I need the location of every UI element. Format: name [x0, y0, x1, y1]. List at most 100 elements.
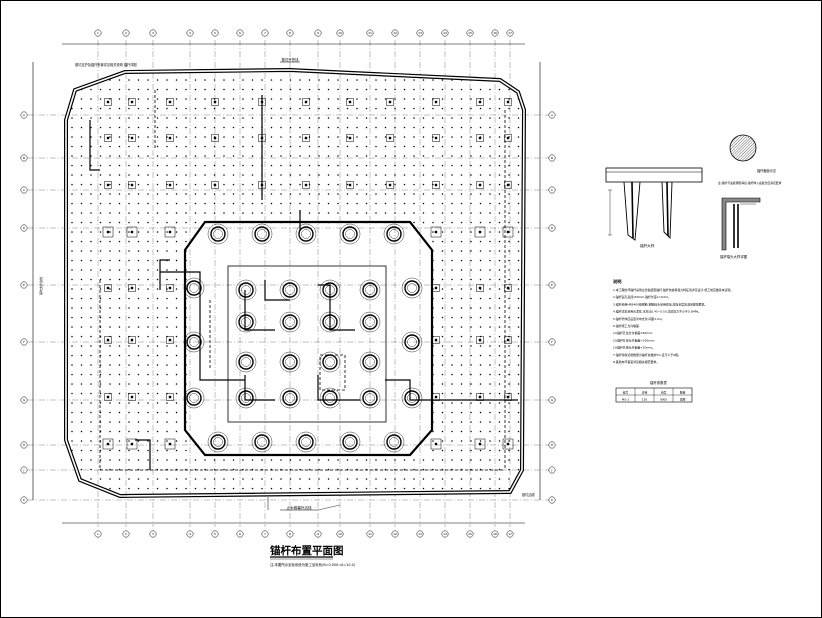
grid-bubble-col: 15: [466, 530, 474, 538]
svg-text:B: B: [23, 156, 25, 160]
svg-text:11: 11: [368, 532, 372, 536]
pile-circle: [251, 223, 273, 245]
pile-circle: [279, 311, 301, 333]
pile-circle: [183, 277, 205, 299]
svg-text:16: 16: [493, 532, 497, 536]
pile-circle: [359, 351, 381, 373]
table-cell: 9000: [660, 398, 667, 402]
dimension-lines: [32, 43, 541, 524]
svg-text:D: D: [551, 226, 554, 230]
grid-bubble-row: G: [548, 396, 556, 404]
label-bottom: 止水帷幕外边线: [286, 505, 312, 510]
pit-outline: [64, 67, 527, 499]
svg-text:E: E: [551, 283, 553, 287]
grid-bubble-col: 16: [491, 530, 499, 538]
grid-bubble-col: 9: [314, 530, 322, 538]
grid-bubble-col: 3: [149, 29, 157, 37]
label-right-bottom: 基坑边线: [522, 492, 536, 497]
note-line: 2.锚杆钻孔直径150mm,锚杆长度L=9.0m。: [613, 294, 671, 299]
grid-bubble-row: B: [548, 154, 556, 162]
grid-bubble-col: 5: [211, 29, 219, 37]
svg-text:A: A: [551, 113, 554, 117]
svg-text:K: K: [551, 498, 554, 502]
detail-anchor-section: 锚杆大样: [605, 167, 703, 248]
grid-bubble-col: 1: [94, 530, 102, 538]
pile-circle: [183, 387, 205, 409]
pile-circle: [207, 431, 229, 453]
grid-bubble-row: F: [20, 338, 28, 346]
svg-text:B: B: [551, 156, 553, 160]
grid-bubble-col: 2: [122, 29, 130, 37]
svg-text:9: 9: [317, 31, 319, 35]
grid-bubble-row: E: [548, 281, 556, 289]
plan-labels: 基坑开挖线 基坑支护及锚杆布置详见相关说明 锚杆详图 止水帷幕外边线 基坑边线 …: [38, 57, 536, 511]
pile-circle: [401, 387, 423, 409]
circle-title: 锚杆截面示意: [757, 168, 776, 173]
pile-circle: [235, 387, 257, 409]
note-line: 8.其他未尽事宜详见相关规范要求。: [613, 359, 659, 364]
svg-text:3: 3: [152, 31, 154, 35]
grid-bubble-row: H: [548, 441, 556, 449]
svg-text:15: 15: [468, 31, 472, 35]
svg-text:C: C: [551, 188, 553, 192]
grid-bubble-row: K: [548, 496, 556, 504]
circle-note: 注:锚杆与底板钢筋焊接,锚杆伸入底板长度满足要求: [718, 181, 782, 185]
pile-circle: [295, 431, 317, 453]
svg-text:12: 12: [393, 31, 397, 35]
svg-text:2: 2: [125, 31, 127, 35]
pile-circle: [235, 311, 257, 333]
table-header-cell: 直径: [642, 391, 648, 395]
grid-bubble-col: 8: [286, 29, 294, 37]
table-title: 锚杆参数表: [650, 380, 668, 385]
pile-circle: [295, 223, 317, 245]
svg-text:5: 5: [214, 532, 216, 536]
anchor-dot-field: [71, 79, 520, 490]
note-line: (2)锚杆孔深允许偏差+100mm;: [613, 337, 655, 342]
svg-text:6: 6: [239, 532, 241, 536]
note-line: 1.本工程抗浮锚杆采用全长粘结型锚杆,锚杆抗拔承载力特征值详见设计,施工前应做基…: [613, 287, 733, 292]
drawing-title: 锚杆布置平面图: [270, 544, 344, 557]
svg-text:3: 3: [152, 532, 154, 536]
grid-bubble-col: 5: [211, 530, 219, 538]
svg-text:5: 5: [214, 31, 216, 35]
grid-bubble-row: G: [20, 396, 28, 404]
pile-circle: [383, 431, 405, 453]
grid-bubble-row: D: [548, 224, 556, 232]
grid-bubble-col: 1: [94, 29, 102, 37]
table-cell: MG-1: [622, 398, 630, 402]
pile-cap-squares: [102, 98, 514, 450]
table-header-cell: 长度: [661, 391, 667, 395]
grid-bubble-row: B: [20, 154, 28, 162]
grid-bubble-col: 13: [416, 29, 424, 37]
grid-bubble-col: 4: [186, 29, 194, 37]
svg-text:17: 17: [508, 31, 512, 35]
grid-bubble-col: 14: [441, 530, 449, 538]
svg-text:1: 1: [97, 532, 99, 536]
svg-text:11: 11: [368, 31, 372, 35]
pile-circle: [339, 223, 361, 245]
grid-bubble-col: 11: [366, 29, 374, 37]
drawing-subtitle: 注:本图所示坐标系统为施工坐标系(B=0.000=A=10.0): [270, 562, 356, 567]
svg-text:13: 13: [418, 532, 422, 536]
grid-bubble-row: A: [20, 111, 28, 119]
grid-bubble-col: 12: [391, 29, 399, 37]
svg-text:A: A: [23, 113, 26, 117]
svg-text:4: 4: [189, 31, 191, 35]
grid-bubble-row: D: [20, 224, 28, 232]
svg-text:15: 15: [468, 532, 472, 536]
grid-bubble-col: 7: [261, 530, 269, 538]
table-header-cell: 数量: [680, 391, 686, 395]
note-line: 5.锚杆杆体应设置对中支架,间距2.0m。: [613, 316, 665, 321]
grid-bubble-col: 4: [186, 530, 194, 538]
note-line: 4.锚杆注浆采用水泥浆,水灰比0.45~0.50,注浆压力不小于0.5MPa。: [613, 309, 701, 314]
grid-bubble-col: 2: [122, 530, 130, 538]
table-header-cell: 编号: [623, 391, 629, 395]
grid-bubble-row: A: [548, 111, 556, 119]
svg-text:E: E: [23, 283, 25, 287]
grid-bubble-col: 11: [366, 530, 374, 538]
pile-circle: [401, 277, 423, 299]
grid-bubble-row: E: [20, 281, 28, 289]
grid-bubble-col: 6: [236, 29, 244, 37]
svg-text:1: 1: [97, 31, 99, 35]
